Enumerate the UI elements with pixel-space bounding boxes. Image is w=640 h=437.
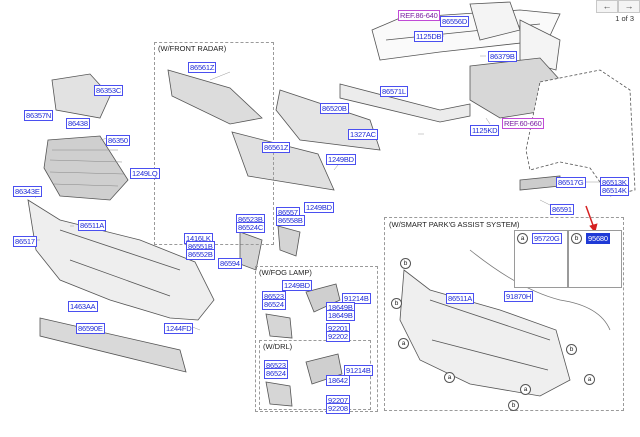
fender-bracket-drawing (519, 175, 561, 191)
page-nav-toolbar: ← → 1 of 3 (594, 0, 640, 26)
callout-letter: a (398, 338, 409, 349)
part-label-86556d[interactable]: 86556D (440, 16, 470, 27)
callout-letter: b (391, 298, 402, 309)
part-label-ref-86-640[interactable]: REF.86-640 (398, 10, 440, 21)
radiator-grille-drawing (43, 135, 129, 201)
part-label-86520b[interactable]: 86520B (320, 103, 349, 114)
part-label-86511a-spa[interactable]: 86511A (446, 293, 475, 304)
smart-park-title: (W/SMART PARK'G ASSIST SYSTEM) (389, 220, 520, 229)
part-label-1249bd-2[interactable]: 1249BD (304, 202, 334, 213)
page-indicator: 1 of 3 (615, 14, 634, 23)
callout-letter: b (566, 344, 577, 355)
part-label-86524-drl[interactable]: 86524 (264, 368, 288, 379)
bracket-drawing (277, 225, 301, 257)
part-label-86511a[interactable]: 86511A (78, 220, 107, 231)
drl-bracket-drawing (265, 381, 293, 407)
side-bracket-drawing (239, 231, 263, 271)
part-label-91214b-fog[interactable]: 91214B (342, 293, 371, 304)
fog-bracket-drawing (265, 313, 293, 339)
part-label-86591[interactable]: 86591 (550, 204, 574, 215)
bumper-cover-drawing (27, 199, 215, 321)
spa-wiring-drawing (469, 249, 611, 331)
part-label-1125kd[interactable]: 1125KD (470, 125, 500, 136)
arrow-right-icon: → (624, 1, 634, 11)
fog-lamp-drawing (305, 283, 341, 313)
fog-lamp-title: (W/FOG LAMP) (259, 268, 312, 277)
part-label-86524-fog[interactable]: 86524 (262, 299, 286, 310)
part-label-86379b[interactable]: 86379B (488, 51, 517, 62)
part-label-1125db[interactable]: 1125DB (414, 31, 444, 42)
part-label-86353c[interactable]: 86353C (94, 85, 124, 96)
part-label-86350[interactable]: 86350 (106, 135, 130, 146)
part-label-86517[interactable]: 86517 (13, 236, 37, 247)
part-label-1249lq[interactable]: 1249LQ (130, 168, 160, 179)
callout-letter: a (520, 384, 531, 395)
part-label-92208[interactable]: 92208 (326, 403, 350, 414)
part-label-91870h[interactable]: 91870H (504, 291, 534, 302)
part-label-86514k[interactable]: 86514K (600, 185, 629, 196)
radar-grille-drawing (167, 69, 263, 125)
part-label-86552b[interactable]: 86552B (186, 249, 215, 260)
part-label-1249bd[interactable]: 1249BD (326, 154, 356, 165)
part-label-18649b-2[interactable]: 18649B (326, 310, 355, 321)
part-label-86357n[interactable]: 86357N (24, 110, 54, 121)
part-label-1249bd-fog[interactable]: 1249BD (282, 280, 312, 291)
callout-letter: b (400, 258, 411, 269)
drl-title: (W/DRL) (263, 342, 293, 351)
part-label-86558b[interactable]: 86558B (276, 215, 305, 226)
part-label-86590e[interactable]: 86590E (76, 323, 105, 334)
legend-letter-b: b (571, 233, 582, 244)
part-label-86524c[interactable]: 86524C (236, 222, 266, 233)
legend-letter-a: a (517, 233, 528, 244)
front-beam-drawing (371, 1, 561, 71)
part-label-92202-fog[interactable]: 92202 (326, 331, 350, 342)
part-label-95720g[interactable]: 95720G (532, 233, 562, 244)
part-label-91214b-drl[interactable]: 91214B (344, 365, 373, 376)
part-label-86517g[interactable]: 86517G (556, 177, 586, 188)
part-label-1463aa[interactable]: 1463AA (68, 301, 98, 312)
part-label-86561z[interactable]: 86561Z (188, 62, 217, 73)
next-page-button[interactable]: → (618, 0, 640, 13)
fog-lamp-box (255, 266, 378, 412)
callout-letter: a (444, 372, 455, 383)
part-label-1244fd[interactable]: 1244FD (164, 323, 194, 334)
prev-page-button[interactable]: ← (596, 0, 618, 13)
part-label-86571l[interactable]: 86571L (380, 86, 408, 97)
back-beam-drawing (339, 83, 471, 123)
smart-park-box (384, 217, 624, 411)
part-label-86594[interactable]: 86594 (218, 258, 242, 269)
front-radar-title: (W/FRONT RADAR) (158, 44, 227, 53)
part-label-18642[interactable]: 18642 (326, 375, 350, 386)
upper-grille-drawing (51, 73, 111, 119)
arrow-left-icon: ← (602, 1, 612, 11)
part-label-86561z-2[interactable]: 86561Z (262, 142, 291, 153)
part-label-1327ac[interactable]: 1327AC (348, 129, 378, 140)
part-label-95680-highlighted[interactable]: 95680 (586, 233, 610, 244)
part-label-ref-60-660[interactable]: REF.60-660 (502, 118, 544, 129)
callout-letter: a (584, 374, 595, 385)
callout-letter: b (508, 400, 519, 411)
part-label-86438[interactable]: 86438 (66, 118, 90, 129)
part-label-86343e[interactable]: 86343E (13, 186, 42, 197)
